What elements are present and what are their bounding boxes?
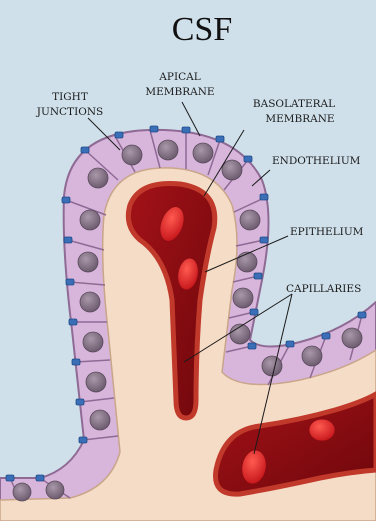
label-endothelium: ENDOTHELIUM <box>272 155 361 167</box>
label-apical-membrane-line1: APICAL <box>158 71 200 83</box>
label-apical-membrane-line2: MEMBRANE <box>145 86 214 98</box>
label-epithelium: EPITHELIUM <box>290 226 364 238</box>
label-basolateral-membrane-line2: MEMBRANE <box>265 113 334 125</box>
label-capillaries: CAPILLARIES <box>286 283 361 295</box>
label-basolateral-membrane-line1: BASOLATERAL <box>253 98 335 110</box>
title-csf: CSF <box>172 11 233 48</box>
label-tight-junctions-line1: TIGHT <box>52 91 88 103</box>
label-tight-junctions-line2: JUNCTIONS <box>36 106 103 118</box>
